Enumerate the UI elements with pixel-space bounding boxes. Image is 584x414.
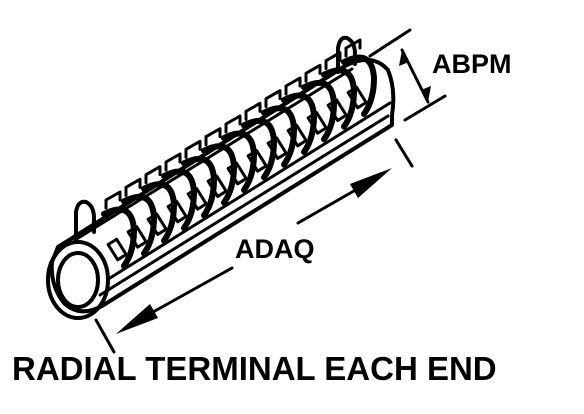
winding-slot [106, 237, 128, 262]
winding-turn [161, 168, 197, 231]
form-tab [184, 139, 202, 159]
winding-turn [281, 92, 317, 155]
winding-slot [286, 123, 308, 148]
left-radial-terminal [74, 199, 96, 240]
form-tab [344, 38, 362, 58]
winding-turn [221, 130, 257, 193]
winding-slot [186, 187, 208, 211]
caption: RADIAL TERMINAL EACH END [12, 350, 497, 387]
winding-slot [346, 85, 368, 110]
winding-turn [121, 194, 157, 257]
winding-slot [126, 225, 148, 249]
form-tab [164, 152, 182, 172]
form-tab [284, 76, 302, 96]
right-radial-terminal [336, 35, 357, 74]
winding-slot [306, 111, 328, 135]
winding-turn [201, 143, 237, 206]
winding-slot [326, 98, 348, 122]
form-tab [324, 51, 342, 71]
form-tab [224, 114, 242, 134]
form-tab [244, 101, 262, 121]
form-tab [304, 63, 322, 83]
winding-slot [226, 161, 248, 186]
winding-turn [101, 206, 137, 269]
winding-slot [266, 136, 288, 160]
form-tab [144, 165, 162, 185]
length-dimension [94, 138, 414, 354]
winding-turn [141, 181, 177, 244]
winding-turn [341, 54, 377, 117]
winding-turn [261, 105, 297, 168]
winding-slot [146, 212, 168, 236]
winding-turn [321, 67, 357, 130]
diameter-label: ABPM [432, 49, 512, 79]
form-tab [264, 89, 282, 109]
diameter-dimension [368, 28, 447, 122]
winding-turn [181, 156, 217, 219]
winding-slot [246, 149, 268, 173]
tube-end-face [46, 240, 110, 320]
form-tab [124, 177, 142, 197]
form-tab [204, 127, 222, 147]
winding-turn [241, 118, 277, 181]
form-tab [104, 190, 122, 210]
winding-slot [166, 199, 188, 224]
coil-winding [101, 38, 377, 269]
winding-slot [206, 174, 228, 198]
winding-turn [301, 80, 337, 143]
length-label: ADAQ [235, 234, 315, 264]
